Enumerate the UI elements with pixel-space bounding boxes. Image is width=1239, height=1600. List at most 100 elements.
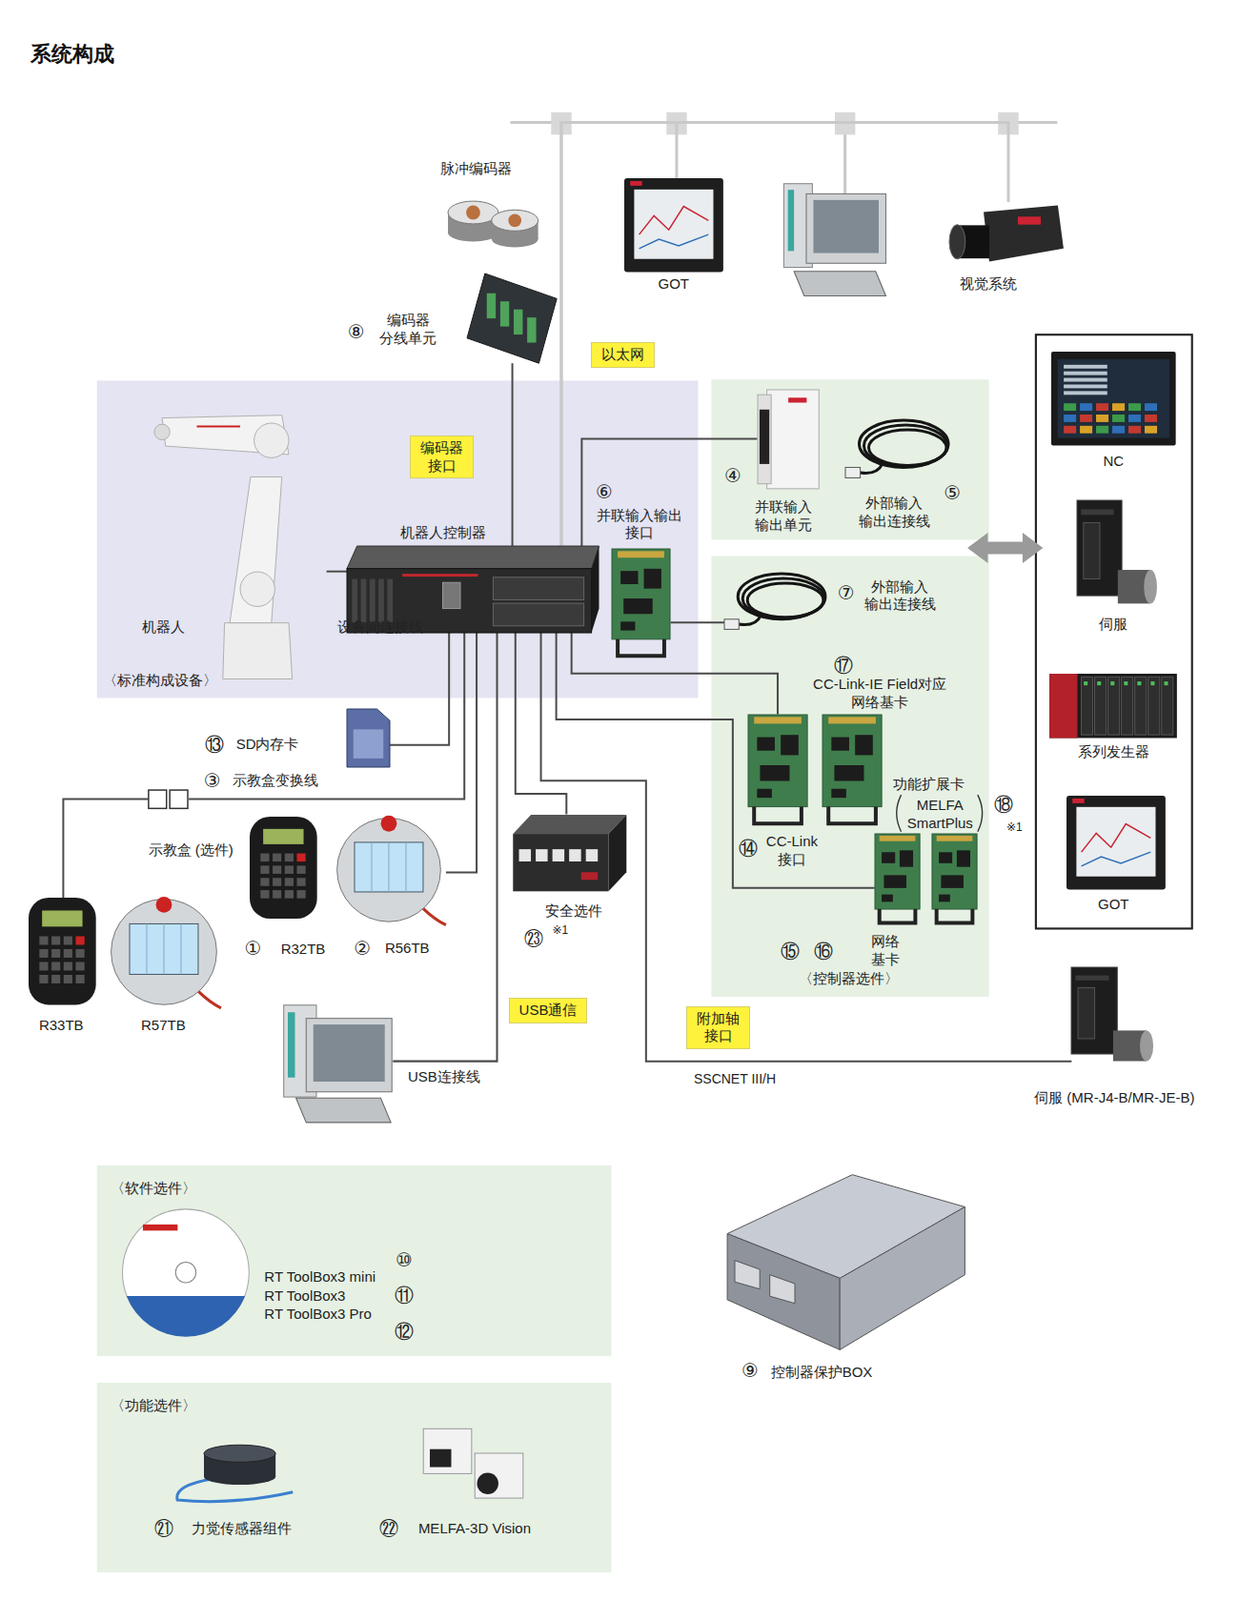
device-label: R57TB <box>141 1016 186 1036</box>
art-shape <box>552 849 566 862</box>
art-shape <box>854 734 874 755</box>
protection-box: 控制器保护BOX <box>714 1171 965 1350</box>
art-shape <box>932 833 977 910</box>
art-shape <box>63 974 73 984</box>
art-shape <box>644 568 662 590</box>
servo-art <box>1076 500 1159 613</box>
vision-camera: 视觉系统 <box>949 202 1064 269</box>
external-device-frame <box>1035 334 1193 929</box>
callout-number: ⑫ <box>394 1320 414 1344</box>
software-name: RT ToolBox3 <box>264 1287 346 1306</box>
art-shape <box>1071 967 1118 1055</box>
device-label: 视觉系统 <box>959 275 1017 294</box>
art-shape <box>883 874 907 888</box>
art-shape <box>1163 681 1168 686</box>
device-label: 机器人控制器 <box>400 524 487 543</box>
art-shape <box>831 736 850 751</box>
interface-tag: 编码器 接口 <box>409 435 474 480</box>
art-shape <box>618 550 666 558</box>
servo-art <box>1071 967 1156 1070</box>
device-label: 控制器保护BOX <box>771 1363 874 1382</box>
art-shape <box>956 850 971 867</box>
connector-line <box>541 632 1073 1062</box>
io-interface-board: 并联输入输出 接口 <box>611 548 671 660</box>
art-shape <box>639 234 710 249</box>
art-shape <box>1143 569 1158 604</box>
double-arrow <box>967 532 1043 564</box>
art-shape <box>1148 676 1160 735</box>
art-shape <box>586 849 599 862</box>
tag-text: 以太网 <box>601 345 645 365</box>
art-shape <box>1081 824 1152 854</box>
art-shape <box>759 765 790 781</box>
safety-art <box>507 814 627 892</box>
art-shape <box>1079 404 1093 412</box>
art-shape <box>466 205 481 221</box>
art-shape <box>229 476 283 623</box>
art-shape <box>487 293 496 319</box>
art-shape <box>1112 404 1125 412</box>
device-label: NC <box>1102 452 1124 471</box>
art-shape <box>1112 426 1125 434</box>
art-shape <box>261 890 270 899</box>
art-shape <box>1049 673 1077 738</box>
device-label: CC-Link-IE Field对应 网络基卡 <box>785 675 975 712</box>
board-art <box>822 714 882 828</box>
art-shape <box>568 849 582 862</box>
nc-panel: NC <box>1051 351 1177 447</box>
network-board: 网络 基卡 <box>874 833 977 926</box>
art-shape <box>1017 216 1041 224</box>
art-shape <box>881 893 894 902</box>
art-shape <box>756 736 775 751</box>
art-shape <box>492 603 584 627</box>
part-label: 功能扩展卡 <box>893 775 965 794</box>
art-shape <box>163 924 165 975</box>
device-label: CC-Link 接口 <box>755 832 828 870</box>
standard-band-fill <box>97 380 699 698</box>
plc-art <box>1049 673 1178 738</box>
art-shape <box>621 621 636 630</box>
art-shape <box>63 949 73 958</box>
art-shape <box>839 1207 965 1351</box>
art-shape <box>1072 798 1084 804</box>
cable-art <box>845 416 952 483</box>
device-label: 系列发生器 <box>1077 743 1150 762</box>
art-shape <box>261 853 270 862</box>
art-shape <box>828 716 876 724</box>
teach-pendant: R32TB <box>249 816 318 919</box>
art-shape <box>378 578 385 623</box>
callout-number: ㉓ <box>524 927 544 952</box>
servo-amp: 伺服 (MR-J4-B/MR-JE-B) <box>1071 967 1156 1070</box>
art-shape <box>1076 500 1122 596</box>
art-shape <box>284 877 294 887</box>
art-shape <box>491 230 539 247</box>
art-shape <box>630 181 643 186</box>
art-shape <box>63 936 73 946</box>
encoder-art <box>446 186 545 248</box>
part-label: MELFA SmartPlus <box>907 796 974 833</box>
art-shape <box>370 841 372 892</box>
band-heading: 〈软件选件〉 <box>110 1179 197 1199</box>
art-shape <box>249 816 318 919</box>
art-shape <box>272 877 282 887</box>
art-shape <box>1063 414 1077 423</box>
art-shape <box>831 788 847 797</box>
force-art <box>166 1439 300 1506</box>
device-label: GOT <box>657 275 690 294</box>
art-shape <box>351 578 358 623</box>
art-shape <box>834 765 865 781</box>
art-shape <box>1080 676 1093 735</box>
art-shape <box>513 309 523 335</box>
callout-number: ㉑ <box>154 1517 174 1542</box>
art-shape <box>429 1449 451 1468</box>
art-shape <box>272 853 282 862</box>
art-shape <box>474 1453 524 1499</box>
art-shape <box>753 716 802 724</box>
software-band: 〈软件选件〉 <box>97 1165 612 1357</box>
unit-art <box>467 273 557 364</box>
sd-card: SD内存卡 <box>346 709 390 768</box>
art-shape <box>1107 676 1119 735</box>
robot-art <box>153 398 327 679</box>
connector-line <box>62 798 148 898</box>
